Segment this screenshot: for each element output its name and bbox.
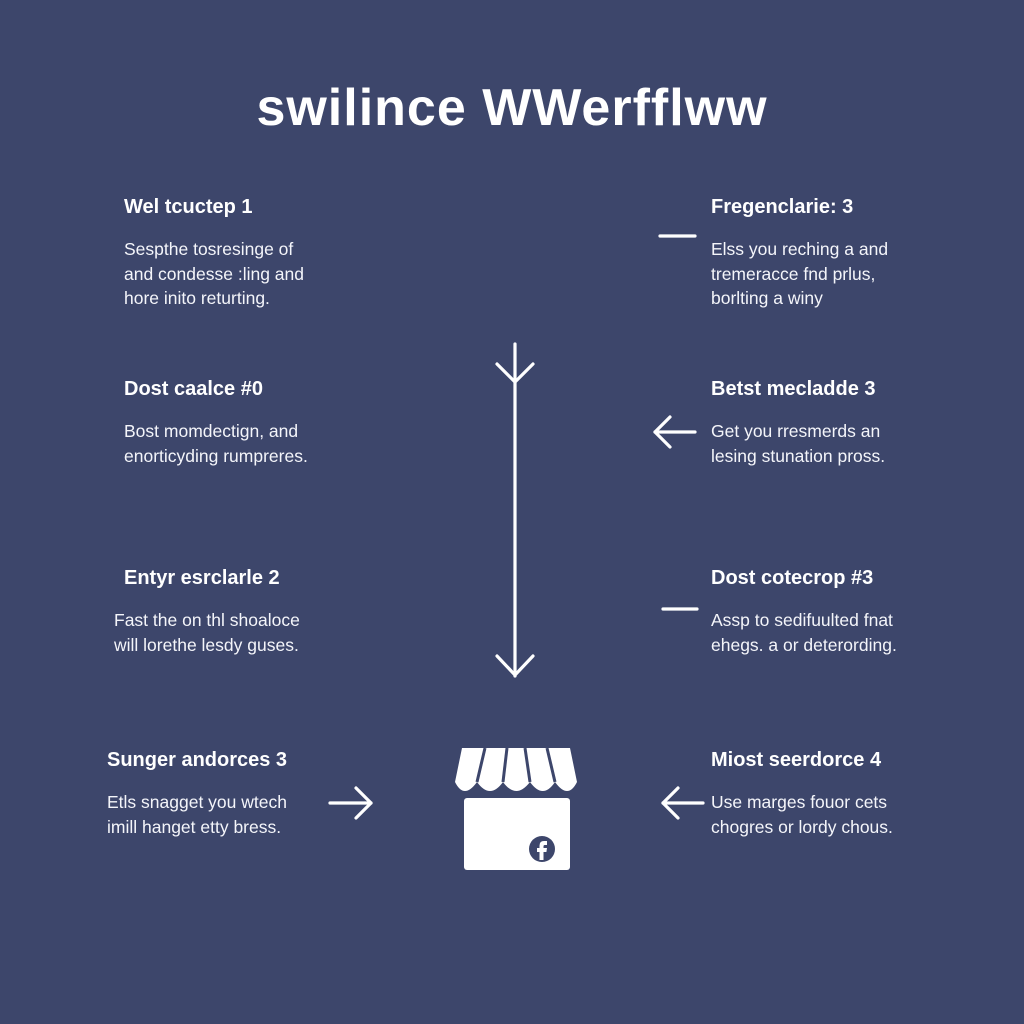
step-title: Entyr esrclarle 2 <box>124 567 280 589</box>
step-5: Entyr esrclarle 2 Fast the on thl shoalo… <box>114 567 300 657</box>
step-title: Fregenclarie: 3 <box>711 196 854 218</box>
step-text-line: Get you rresmerds an <box>711 421 881 441</box>
step-text-line: Sespthe tosresinge of <box>124 239 294 259</box>
step-text-line: Use marges fouor cets <box>711 792 888 812</box>
step-title: Miost seerdorce 4 <box>711 749 882 771</box>
step-text-line: and condesse :ling and <box>124 263 304 284</box>
step-text-line: enorticyding rumpreres. <box>124 445 308 466</box>
step-text-line: ehegs. a or deterording. <box>711 634 897 655</box>
step-text-line: Etls snagget you wtech <box>107 792 287 812</box>
arrow-left-icon <box>661 786 705 820</box>
step-title: Sunger andorces 3 <box>107 749 288 771</box>
arrow-left-icon <box>653 415 697 449</box>
step-7: Sunger andorces 3 Etls snagget you wtech… <box>107 749 287 839</box>
step-3: Dost caalce #0 Bost momdectign, and enor… <box>124 378 308 468</box>
step-text-line: Fast the on thl shoaloce <box>114 610 300 630</box>
step-text-line: Elss you reching a and <box>711 239 889 259</box>
step-text-line: tremeracce fnd prlus, <box>711 263 876 284</box>
step-text-line: hore inito returting. <box>124 288 270 308</box>
step-4: Betst mecladde 3 Get you rresmerds an le… <box>711 378 885 468</box>
step-title: Betst mecladde 3 <box>711 378 876 400</box>
step-title: Dost caalce #0 <box>124 378 263 400</box>
step-2: Fregenclarie: 3 Elss you reching a and t… <box>711 196 888 311</box>
step-text-line: Bost momdectign, and <box>124 421 299 441</box>
step-text-line: Assp to sedifuulted fnat <box>711 610 893 630</box>
step-1: Wel tcuctep 1 Sespthe tosresinge of and … <box>124 196 304 311</box>
step-text-line: chogres or lordy chous. <box>711 816 893 837</box>
step-text-line: lesing stunation pross. <box>711 445 886 466</box>
step-text-line: will lorethe lesdy guses. <box>114 634 299 655</box>
step-text-line: borlting a winy <box>711 288 823 308</box>
diagram-title: swilince WWerfflww <box>256 79 768 137</box>
step-8: Miost seerdorce 4 Use marges fouor cets … <box>711 749 893 839</box>
arrow-down-icon <box>495 342 535 678</box>
step-title: Wel tcuctep 1 <box>124 196 253 218</box>
facebook-icon <box>529 836 555 862</box>
step-text-line: imill hanget etty bress. <box>107 816 282 837</box>
step-6: Dost cotecrop #3 Assp to sedifuulted fna… <box>711 567 897 657</box>
storefront-icon <box>455 748 577 870</box>
arrow-right-icon <box>328 786 373 820</box>
step-title: Dost cotecrop #3 <box>711 567 874 589</box>
